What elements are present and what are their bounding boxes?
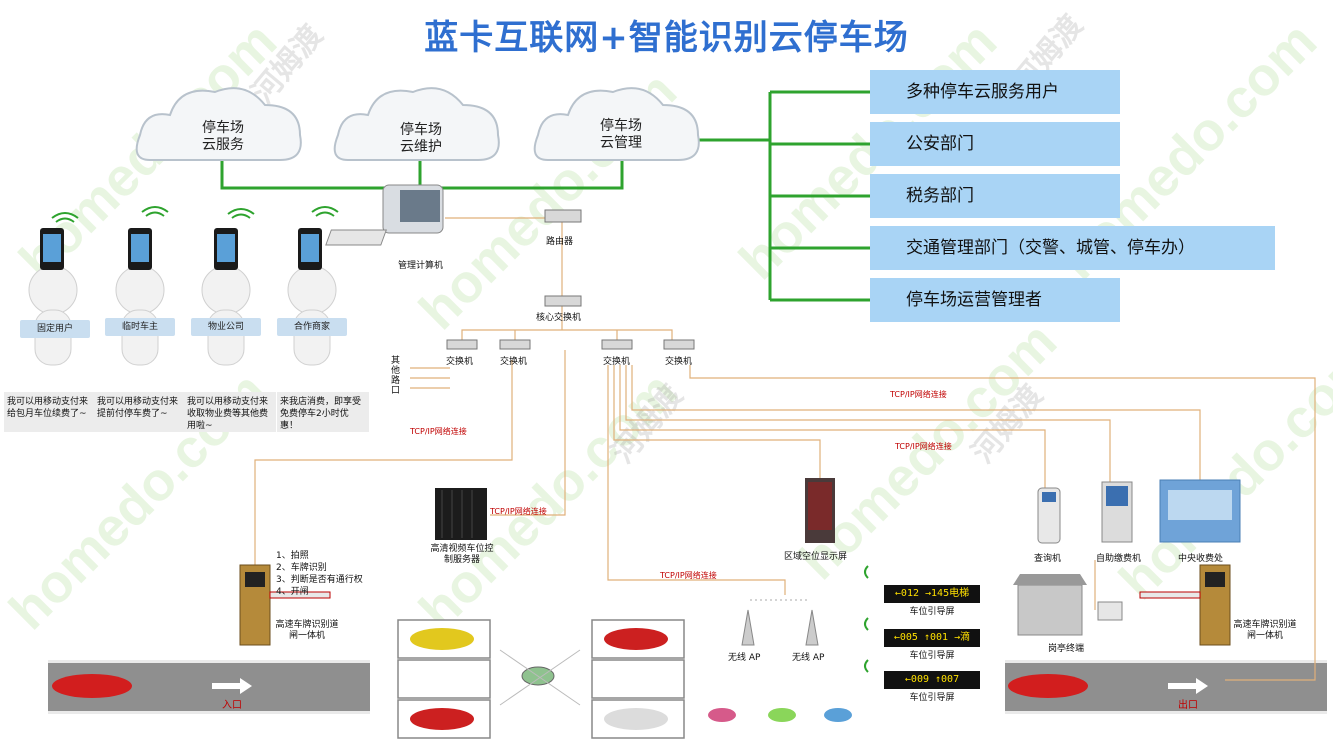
- speech-property: 我可以用移动支付来收取物业费等其他费用啦~: [184, 392, 276, 432]
- cloud-management-line2: 云管理: [600, 135, 642, 151]
- exit-label: 出口: [1178, 700, 1198, 711]
- guide-screen-1: ←012 →145电梯: [884, 585, 980, 603]
- role-temp-driver: 临时车主: [105, 318, 175, 336]
- query-kiosk-label: 查询机: [1034, 554, 1062, 564]
- cloud-management: 停车场 云管理: [586, 118, 656, 152]
- speech-merchant: 来我店消费，即享受免费停车2小时优惠！: [277, 392, 369, 432]
- self-pay-label: 自助缴费机: [1096, 554, 1142, 564]
- guide-screen-label-3: 车位引导屏: [909, 693, 955, 703]
- dept-police: 公安部门: [870, 122, 1120, 166]
- cloud-service-line2: 云服务: [202, 137, 244, 153]
- speech-temp-driver: 我可以用移动支付来提前付停车费了~: [94, 392, 186, 432]
- cloud-maintenance-line1: 停车场: [400, 122, 442, 138]
- tcpip-label: TCP/IP网络连接: [410, 427, 467, 436]
- video-server-label: 高清视频车位控制服务器: [430, 544, 494, 565]
- ap-label-2: 无线 AP: [792, 653, 825, 663]
- guide-screen-label-2: 车位引导屏: [909, 651, 955, 661]
- ap-label-1: 无线 AP: [728, 653, 761, 663]
- gate-exit-label: 高速车牌识别道闸一体机: [1233, 620, 1297, 641]
- guide-screen-2: ←005 ↑001 →滴: [884, 629, 980, 647]
- cloud-management-line1: 停车场: [600, 118, 642, 134]
- guide-screen-label-1: 车位引导屏: [909, 607, 955, 617]
- cloud-service: 停车场 云服务: [188, 120, 258, 154]
- process-step: 4、开闸: [276, 587, 309, 597]
- speech-fixed-user: 我可以用移动支付来给包月车位续费了~: [4, 392, 96, 432]
- cloud-maintenance: 停车场 云维护: [386, 122, 456, 156]
- dept-traffic: 交通管理部门（交警、城管、停车办）: [870, 226, 1275, 270]
- switch-label-2: 交换机: [500, 357, 528, 367]
- role-fixed-user: 固定用户: [20, 320, 90, 338]
- tcpip-label: TCP/IP网络连接: [490, 507, 547, 516]
- mgmt-pc-label: 管理计算机: [398, 261, 444, 271]
- switch-label-1: 交换机: [446, 357, 474, 367]
- dept-tax: 税务部门: [870, 174, 1120, 218]
- process-steps: 1、拍照 2、车牌识别 3、判断是否有通行权 4、开闸: [276, 550, 363, 598]
- booth-label: 岗亭终端: [1048, 644, 1085, 654]
- process-step: 1、拍照: [276, 551, 309, 561]
- entry-label: 入口: [222, 700, 242, 711]
- role-merchant: 合作商家: [277, 318, 347, 336]
- switch-label-4: 交换机: [665, 357, 693, 367]
- process-step: 2、车牌识别: [276, 563, 327, 573]
- tcpip-label: TCP/IP网络连接: [660, 571, 717, 580]
- other-road-label: 其他路口: [391, 356, 401, 396]
- core-switch-label: 核心交换机: [536, 313, 582, 323]
- gate-entry-label: 高速车牌识别道闸一体机: [275, 620, 339, 641]
- tcpip-label: TCP/IP网络连接: [895, 442, 952, 451]
- switch-label-3: 交换机: [603, 357, 631, 367]
- dept-operator: 停车场运营管理者: [870, 278, 1120, 322]
- tcpip-label: TCP/IP网络连接: [890, 390, 947, 399]
- diagram-title: 蓝卡互联网+智能识别云停车场: [424, 18, 909, 58]
- dept-cloud-users: 多种停车云服务用户: [870, 70, 1120, 114]
- area-display-label: 区域空位显示屏: [784, 552, 848, 562]
- router-label: 路由器: [546, 237, 574, 247]
- process-step: 3、判断是否有通行权: [276, 575, 363, 585]
- cloud-maintenance-line2: 云维护: [400, 139, 442, 155]
- central-pay-label: 中央收费处: [1178, 554, 1224, 564]
- guide-screen-3: ←009 ↑007: [884, 671, 980, 689]
- cloud-service-line1: 停车场: [202, 120, 244, 136]
- role-property: 物业公司: [191, 318, 261, 336]
